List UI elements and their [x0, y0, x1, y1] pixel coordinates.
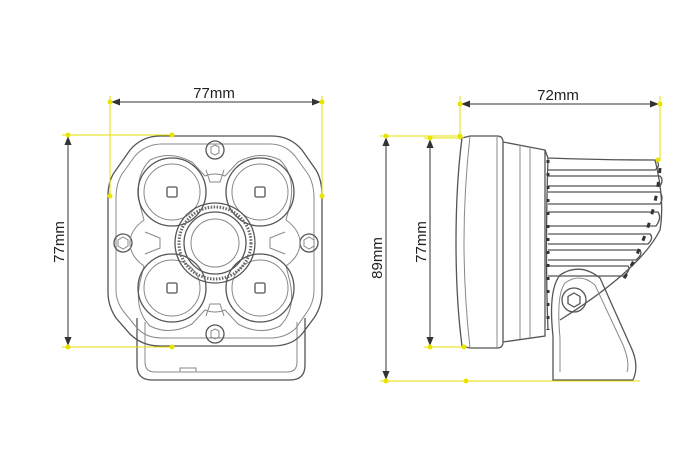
side-view	[455, 135, 663, 381]
led-top-left	[137, 157, 207, 227]
side-overall-height-label: 89mm	[369, 237, 386, 279]
front-view	[107, 135, 323, 381]
front-bracket	[136, 318, 306, 381]
front-height-label: 77mm	[51, 221, 68, 263]
side-bezel	[455, 135, 504, 349]
led-top-right	[225, 157, 295, 227]
side-housing	[502, 141, 546, 343]
front-housing	[107, 135, 323, 347]
front-width-label: 77mm	[193, 85, 235, 102]
side-dimensions: 72mm 89mm 77mm	[369, 87, 663, 384]
heatsink-fins	[544, 149, 663, 331]
front-dimensions: 77mm 77mm	[51, 85, 325, 350]
side-body-height-label: 77mm	[413, 221, 430, 263]
right-hex-bolt-icon	[299, 233, 319, 253]
led-bottom-right	[225, 253, 295, 323]
side-bracket	[550, 268, 637, 381]
left-hex-bolt-icon	[113, 233, 133, 253]
led-bottom-left	[137, 253, 207, 323]
side-depth-label: 72mm	[537, 87, 579, 104]
center-optic	[174, 202, 256, 284]
side-bolt-icon	[561, 287, 587, 313]
bottom-screw-icon	[205, 324, 225, 344]
top-screw-icon	[205, 140, 225, 160]
